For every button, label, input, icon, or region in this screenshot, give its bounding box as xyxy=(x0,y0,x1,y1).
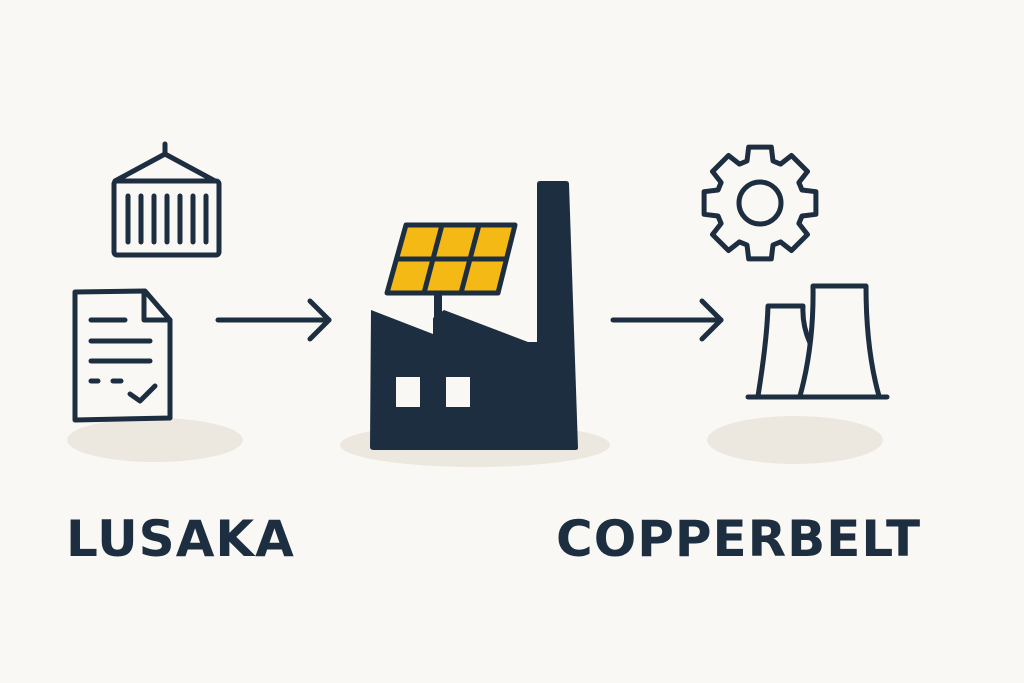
shipping-container-icon xyxy=(111,141,222,258)
factory-window xyxy=(396,377,420,407)
destination-label: COPPERBELT xyxy=(556,510,922,568)
solar-panel-pole xyxy=(434,290,442,336)
gear-icon xyxy=(701,144,819,262)
solar-panel-icon xyxy=(384,222,518,296)
arrow-right-icon xyxy=(215,298,332,342)
origin-label: LUSAKA xyxy=(66,510,295,568)
document-check-icon xyxy=(72,288,173,423)
ground-shadow-left xyxy=(67,418,243,462)
factory-window xyxy=(446,377,470,407)
ground-shadow-right xyxy=(707,416,883,464)
factory-icon xyxy=(370,181,578,450)
cooling-tower-icon xyxy=(745,283,890,400)
arrow-right-icon xyxy=(610,298,724,342)
